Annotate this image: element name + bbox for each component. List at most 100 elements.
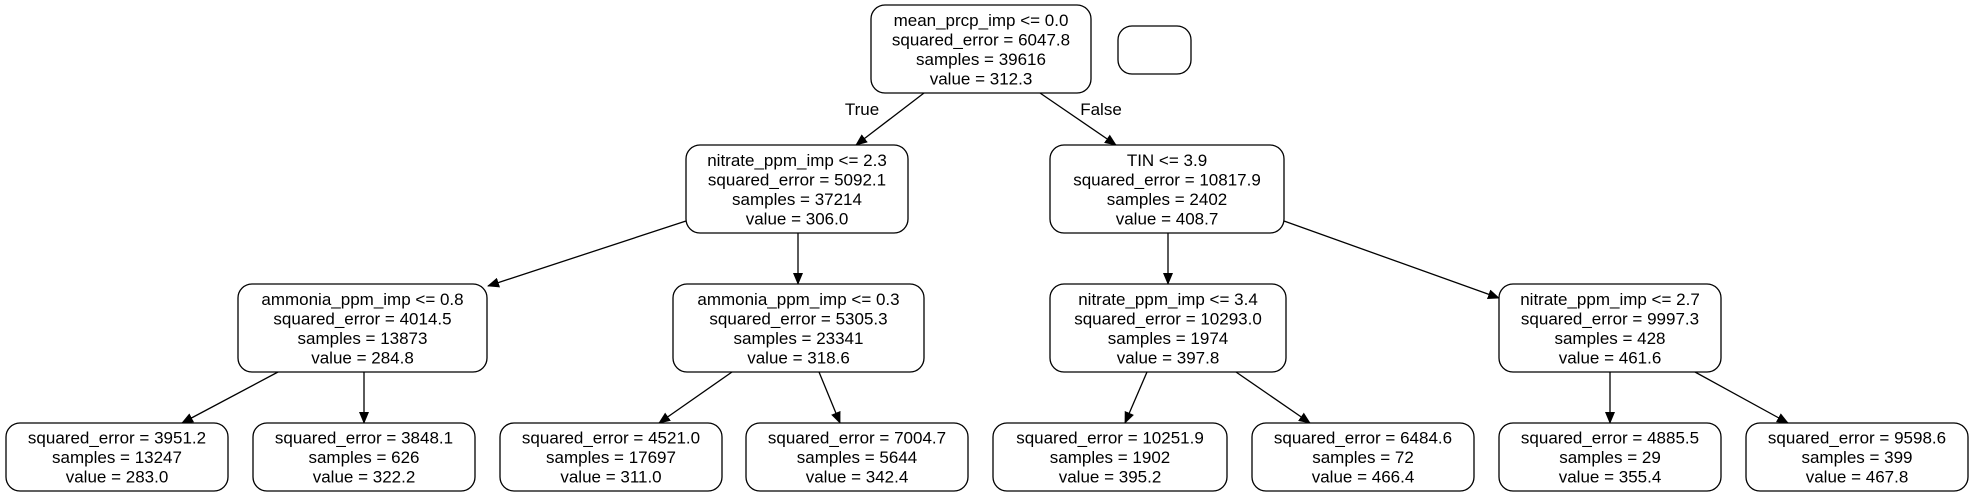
- tree-edge-n3-n7: [181, 371, 279, 424]
- node-text-line: samples = 23341: [734, 329, 864, 348]
- node-box: [992, 422, 1228, 492]
- node-box: [870, 4, 1092, 94]
- node-text-line: squared_error = 10251.9: [1016, 429, 1204, 448]
- node-text-line: value = 322.2: [313, 468, 416, 487]
- edge-arrow: [1124, 371, 1148, 424]
- node-text-line: nitrate_ppm_imp <= 2.7: [1520, 290, 1700, 309]
- tree-edge-n4-n10: [818, 371, 841, 424]
- node-text-line: squared_error = 10817.9: [1073, 170, 1261, 189]
- node-text-line: samples = 626: [308, 448, 419, 467]
- node-box: [499, 422, 723, 492]
- edge-arrow: [1039, 92, 1117, 146]
- empty-legend-box: [1117, 25, 1192, 75]
- node-text-line: value = 342.4: [806, 468, 909, 487]
- node-box: [1049, 144, 1285, 234]
- edge-arrow: [181, 371, 279, 424]
- node-text-line: squared_error = 4521.0: [522, 429, 700, 448]
- node-text-line: value = 355.4: [1559, 468, 1662, 487]
- node-text-line: ammonia_ppm_imp <= 0.3: [697, 290, 899, 309]
- node-text-line: value = 466.4: [1312, 468, 1415, 487]
- node-text-line: samples = 72: [1312, 448, 1414, 467]
- node-text-line: value = 306.0: [746, 209, 849, 228]
- node-text-line: squared_error = 9598.6: [1768, 429, 1946, 448]
- node-text-line: samples = 1974: [1108, 329, 1229, 348]
- node-box: [1498, 283, 1722, 373]
- node-text-line: value = 408.7: [1116, 209, 1219, 228]
- edge-arrow: [818, 371, 841, 424]
- node-text-line: samples = 399: [1801, 448, 1912, 467]
- node-text-line: nitrate_ppm_imp <= 3.4: [1078, 290, 1258, 309]
- edge-arrow: [1283, 220, 1500, 299]
- node-text-line: value = 397.8: [1117, 348, 1220, 367]
- edge-arrow: [1235, 371, 1311, 424]
- node-text-line: squared_error = 4014.5: [273, 309, 451, 328]
- tree-edge-n5-n12: [1235, 371, 1311, 424]
- node-text-line: samples = 13873: [298, 329, 428, 348]
- edge-arrow: [658, 371, 733, 424]
- node-text-line: samples = 29: [1559, 448, 1661, 467]
- node-text-line: samples = 39616: [916, 50, 1046, 69]
- tree-edge-n6-n14: [1694, 371, 1789, 424]
- node-text-line: squared_error = 9997.3: [1521, 309, 1699, 328]
- node-text-line: value = 395.2: [1059, 468, 1162, 487]
- edge-label-true: True: [845, 100, 879, 119]
- node-text-line: squared_error = 10293.0: [1074, 309, 1262, 328]
- tree-edge-n1-n3: [487, 220, 687, 288]
- node-box: [252, 422, 476, 492]
- node-text-line: squared_error = 5305.3: [709, 309, 887, 328]
- edge-arrow: [487, 220, 687, 288]
- node-text-line: samples = 13247: [52, 448, 182, 467]
- tree-edge-n4-n9: [658, 371, 733, 424]
- node-text-line: ammonia_ppm_imp <= 0.8: [261, 290, 463, 309]
- node-text-line: nitrate_ppm_imp <= 2.3: [707, 151, 887, 170]
- node-text-line: value = 461.6: [1559, 348, 1662, 367]
- node-text-line: mean_prcp_imp <= 0.0: [894, 11, 1069, 30]
- node-text-line: value = 311.0: [560, 468, 661, 487]
- node-box: [672, 283, 925, 373]
- tree-edge-n2-n6: [1283, 220, 1500, 299]
- tree-edge-n5-n11: [1124, 371, 1148, 424]
- node-text-line: samples = 2402: [1107, 190, 1228, 209]
- tree-edge-n0-n2: False: [1039, 92, 1122, 146]
- edge-arrow: [1694, 371, 1789, 424]
- edge-label-false: False: [1080, 100, 1122, 119]
- edge-arrow: [855, 92, 925, 146]
- node-text-line: samples = 428: [1554, 329, 1665, 348]
- node-box: [5, 422, 229, 492]
- node-text-line: squared_error = 7004.7: [768, 429, 946, 448]
- node-text-line: value = 467.8: [1806, 468, 1909, 487]
- node-text-line: TIN <= 3.9: [1127, 151, 1207, 170]
- node-text-line: samples = 1902: [1050, 448, 1171, 467]
- node-text-line: value = 318.6: [747, 348, 850, 367]
- node-text-line: samples = 17697: [546, 448, 676, 467]
- node-box: [745, 422, 969, 492]
- node-text-line: squared_error = 6484.6: [1274, 429, 1452, 448]
- node-text-line: samples = 5644: [797, 448, 918, 467]
- node-box: [1498, 422, 1722, 492]
- node-text-line: value = 283.0: [66, 468, 169, 487]
- node-text-line: squared_error = 3848.1: [275, 429, 453, 448]
- tree-edge-n0-n1: True: [845, 92, 925, 146]
- node-box: [237, 283, 488, 373]
- node-text-line: value = 284.8: [311, 348, 414, 367]
- node-text-line: squared_error = 3951.2: [28, 429, 206, 448]
- edges-layer: True False: [181, 92, 1789, 424]
- node-box: [685, 144, 909, 234]
- node-box: [1049, 283, 1287, 373]
- node-text-line: squared_error = 6047.8: [892, 30, 1070, 49]
- node-text-line: value = 312.3: [930, 69, 1033, 88]
